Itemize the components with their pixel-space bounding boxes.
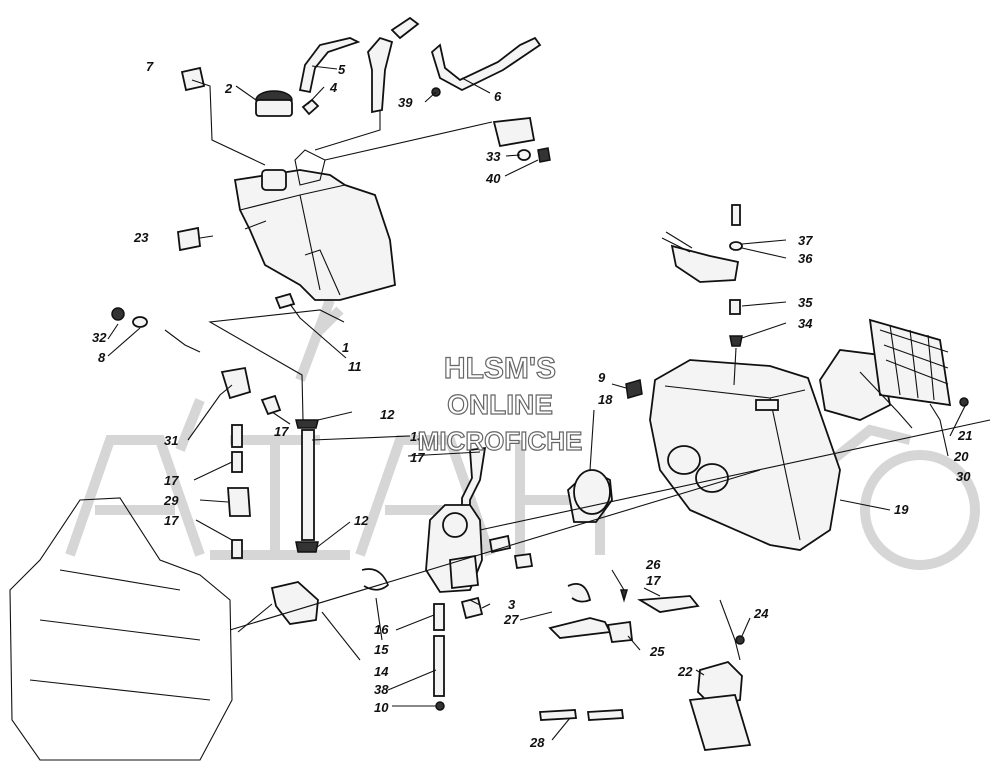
- callout-17d: 17: [164, 513, 179, 528]
- drain-hose: [433, 603, 445, 711]
- callout-14: 14: [374, 664, 389, 679]
- callout-31: 31: [164, 433, 178, 448]
- choke-switch: [661, 204, 743, 347]
- callout-20: 20: [953, 449, 969, 464]
- callout-21: 21: [957, 428, 972, 443]
- callout-38: 38: [374, 682, 389, 697]
- callout-30: 30: [956, 469, 971, 484]
- callout-5: 5: [338, 62, 346, 77]
- callout-35: 35: [798, 295, 813, 310]
- callout-22: 22: [677, 664, 693, 679]
- callout-2: 2: [224, 81, 233, 96]
- callout-7: 7: [146, 59, 154, 74]
- callout-10: 10: [374, 700, 389, 715]
- fuel-cap: [255, 90, 293, 191]
- watermark-text: HLSM'S ONLINE MICROFICHE: [417, 351, 583, 456]
- callout-28: 28: [529, 735, 545, 750]
- callout-11: 11: [348, 359, 362, 374]
- fuel-line-13: [295, 419, 319, 553]
- alignment-line: [229, 469, 761, 631]
- intake-screen: [819, 318, 969, 421]
- callout-12b: 12: [354, 513, 369, 528]
- watermark-line-3: MICROFICHE: [418, 426, 583, 456]
- watermark-line-1: HLSM'S: [444, 352, 556, 385]
- callout-17c: 17: [164, 473, 179, 488]
- callout-9: 9: [598, 370, 606, 385]
- callout-37: 37: [798, 233, 813, 248]
- callout-34: 34: [798, 316, 813, 331]
- callout-17e: 17: [646, 573, 661, 588]
- callout-29: 29: [163, 493, 179, 508]
- tank-bracket-23: [177, 226, 201, 252]
- fuel-tank: [233, 169, 396, 301]
- tank-fitting-11: [274, 292, 296, 310]
- callout-1: 1: [342, 340, 349, 355]
- callout-labels: 1 2 3 4 5 6 7 8 9 10 11 12 12 13 14 15 1…: [92, 59, 972, 750]
- callout-36: 36: [798, 251, 813, 266]
- vent-hose: [298, 37, 361, 94]
- callout-6: 6: [494, 89, 502, 104]
- callout-27: 27: [503, 612, 519, 627]
- callout-23: 23: [133, 230, 149, 245]
- carburetor: [425, 504, 534, 593]
- alignment-line-2: [479, 419, 991, 531]
- air-silencer: [625, 359, 841, 551]
- callout-19: 19: [894, 502, 909, 517]
- callout-12a: 12: [380, 407, 395, 422]
- callout-33: 33: [486, 149, 501, 164]
- callout-25: 25: [649, 644, 665, 659]
- callout-4: 4: [329, 80, 338, 95]
- callout-8: 8: [98, 350, 106, 365]
- callout-17a: 17: [274, 424, 289, 439]
- petcock-assembly: [111, 307, 282, 416]
- callout-3: 3: [508, 597, 516, 612]
- callout-40: 40: [485, 171, 501, 186]
- carb-boot: [567, 468, 613, 523]
- callout-24: 24: [753, 606, 769, 621]
- callout-39: 39: [398, 95, 413, 110]
- callout-17b: 17: [410, 450, 425, 465]
- fuel-hose: [430, 36, 542, 92]
- intake-flange: [270, 568, 389, 625]
- callout-18: 18: [598, 392, 613, 407]
- throttle-cable-boot: [367, 16, 420, 114]
- callout-15: 15: [374, 642, 389, 657]
- hose-clip-7: [180, 66, 206, 92]
- leader-lines: [107, 65, 967, 741]
- watermark-line-2: ONLINE: [447, 389, 553, 420]
- engine-outline: [9, 497, 233, 761]
- callout-16: 16: [374, 622, 389, 637]
- callout-26: 26: [645, 557, 661, 572]
- callout-32: 32: [92, 330, 107, 345]
- fuel-pump: [538, 582, 752, 751]
- callout-13: 13: [410, 429, 425, 444]
- watermark-logo: [65, 298, 980, 570]
